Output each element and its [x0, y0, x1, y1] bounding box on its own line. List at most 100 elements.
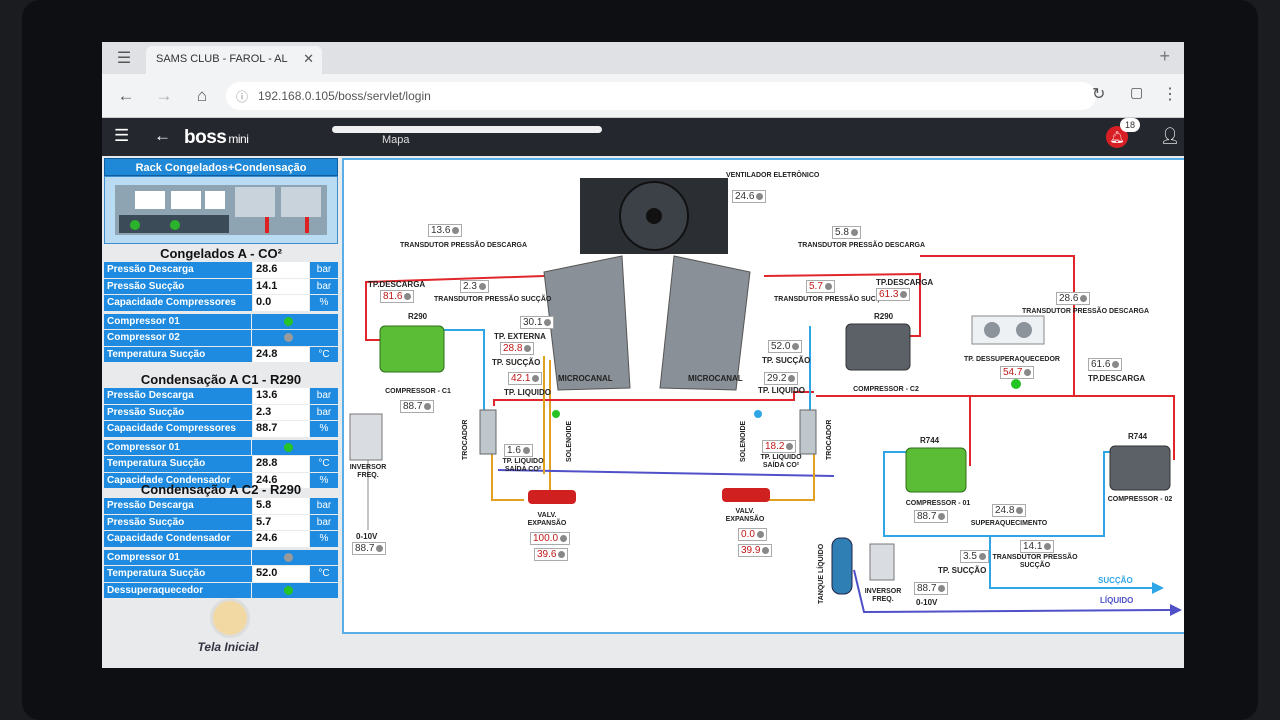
row-unit: % [310, 421, 338, 437]
back-arrow-icon[interactable]: ← [154, 126, 171, 145]
user-icon[interactable]: 👤︎ [1160, 128, 1181, 145]
row-unit: % [310, 472, 338, 488]
tp-discharge-right: 61.3 [876, 288, 911, 301]
tp-suction-label: TP. SUCÇÃO [492, 358, 541, 367]
suction-line-label: SUCÇÃO [1098, 576, 1133, 585]
left-discharge-pressure: 13.6 [428, 224, 463, 237]
row-value: 28.6 [253, 262, 309, 278]
row-label: Pressão Sucção [104, 514, 252, 530]
compressor-c2-label: COMPRESSOR - C2 [853, 386, 919, 393]
row-label: Pressão Sucção [104, 404, 252, 420]
url-text[interactable]: 192.168.0.105/boss/servlet/login [258, 89, 431, 103]
expansion-valve-right-opening: 0.0 [738, 528, 767, 541]
superheat-value: 24.8 [992, 504, 1027, 517]
reload-icon[interactable]: ↻ [1092, 86, 1106, 103]
forward-icon[interactable]: → [155, 86, 173, 105]
row-label: Compressor 01 [104, 549, 252, 565]
co2-suction-pressure: 14.1 [1020, 540, 1055, 553]
piping-lines [349, 178, 1182, 616]
row-label: Capacidade Condensador [104, 531, 252, 547]
solenoid-right-label: SOLENOIDE [740, 420, 747, 462]
tp-liquid-outlet-right: 18.2 [762, 440, 797, 453]
status-cell [252, 582, 338, 598]
row-label: Pressão Descarga [104, 498, 252, 514]
co2-tp-suction-label: TP. SUCÇÃO [938, 566, 987, 575]
row-label: Compressor 01 [104, 313, 252, 329]
row-unit: bar [310, 404, 338, 420]
expansion-valve-left-opening: 100.0 [530, 532, 571, 545]
row-label: Compressor 02 [104, 330, 252, 346]
status-cell [252, 549, 338, 565]
row-label: Pressão Sucção [104, 278, 252, 294]
compressor-c1-label: COMPRESSOR - C1 [385, 388, 451, 395]
tp-suction-right-label: TP. SUCÇÃO [762, 356, 811, 365]
menu-icon[interactable]: ☰ [114, 126, 130, 145]
section-title: Condensação A C1 - R290 [140, 372, 302, 387]
browser-tab[interactable]: SAMS CLUB - FAROL - AL ✕ [146, 46, 322, 74]
transducer-suction-right-label: TRANSDUTOR PRESSÃO SUCÇÃO [774, 296, 892, 303]
back-icon[interactable]: ← [117, 86, 135, 105]
close-icon[interactable]: ✕ [303, 51, 314, 66]
home-screen-button[interactable]: Tela Inicial [170, 598, 290, 656]
inverter-right-label: INVERSOR FREQ. [864, 588, 902, 603]
home-screen-icon[interactable] [210, 598, 250, 638]
home-screen-label: Tela Inicial [197, 640, 259, 654]
tp-discharge-label: TP.DESCARGA [368, 280, 426, 289]
tab-menu-icon[interactable]: ☰ [116, 50, 132, 67]
row-label: Capacidade Compressores [104, 295, 252, 311]
info-icon[interactable]: ⓘ [236, 90, 249, 104]
compressor-c1-value: 88.7 [400, 400, 435, 413]
co2-transducer-suction-label: TRANSDUTOR PRESSÃO SUCÇÃO [992, 554, 1078, 569]
table-row: Compressor 02 [104, 330, 338, 346]
row-label: Capacidade Condensador [104, 472, 252, 488]
clipboard-icon[interactable]: ▢ [1130, 84, 1144, 100]
desuperheater-label: TP. DESSUPERAQUECEDOR [964, 356, 1060, 363]
compressor-01-value: 88.7 [914, 510, 949, 523]
row-label: Capacidade Compressores [104, 421, 252, 437]
left-suction-pressure: 2.3 [460, 280, 489, 293]
co2-tp-suction: 3.5 [960, 550, 989, 563]
more-icon[interactable]: ⋮ [1162, 86, 1178, 103]
status-led-icon [284, 552, 294, 562]
row-value: 13.6 [253, 388, 309, 404]
transducer-discharge-right-label: TRANSDUTOR PRESSÃO DESCARGA [798, 242, 926, 249]
status-led-icon [284, 333, 294, 342]
row-label: Temperatura Sucção [104, 456, 252, 472]
home-icon[interactable]: ⌂ [196, 86, 208, 105]
status-cell [252, 439, 338, 455]
tab-bar: ☰ SAMS CLUB - FAROL - AL ✕ + [102, 42, 1184, 74]
inverter-left-value: 88.7 [352, 542, 387, 555]
row-unit: °C [310, 566, 338, 582]
table-row: Compressor 01 [104, 313, 338, 329]
fan-value: 24.6 [732, 190, 767, 203]
row-unit: bar [310, 514, 338, 530]
refrigeration-diagram: VENTILADOR ELETRÔNICO 24.6 13.6 TRANSDUT… [342, 158, 1184, 634]
right-discharge-pressure: 5.8 [832, 226, 861, 239]
rack-image [104, 176, 338, 244]
expansion-valve-left-label: VALV. EXPANSÃO [527, 512, 567, 527]
inverter-right-range: 0-10V [916, 598, 938, 607]
tab-title: SAMS CLUB - FAROL - AL [156, 53, 288, 65]
new-tab-icon[interactable]: + [1159, 46, 1170, 66]
co2-discharge-pressure: 28.6 [1056, 292, 1091, 305]
tp-discharge-right-label: TP.DESCARGA [876, 278, 934, 287]
bell-icon[interactable]: 🔔︎ [1106, 126, 1128, 148]
right-suction-pressure: 5.7 [806, 280, 835, 293]
url-field[interactable]: ⓘ 192.168.0.105/boss/servlet/login [226, 82, 1096, 110]
table-row: Compressor 01 [104, 439, 338, 455]
tp-liquid-outlet-label: TP. LIQUIDO SAÍDA CO² [502, 458, 544, 473]
tp-discharge-left: 81.6 [380, 290, 415, 303]
notification-badge: 18 [1120, 118, 1140, 132]
status-cell [252, 313, 338, 329]
